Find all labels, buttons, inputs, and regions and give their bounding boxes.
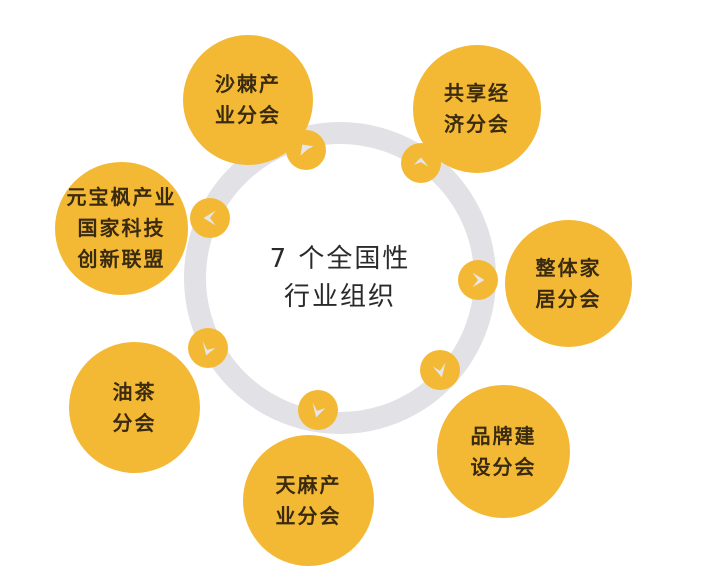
connector-yuanbaofeng [190,198,230,238]
node-label-line2: 设分会 [470,454,537,479]
chevron-up-left-icon [413,157,429,167]
connector-zhengti [458,260,498,300]
node-gastrodia-branch: 天麻产 业分会 [243,435,374,566]
center-label: 7 个全国性 行业组织 [240,240,440,316]
chevron-left-icon [203,210,216,226]
node-yuanbaofeng-alliance: 元宝枫产业 国家科技 创新联盟 [55,162,188,295]
node-label-line2: 国家科技 [77,216,166,240]
node-whole-home-branch: 整体家 居分会 [505,220,632,347]
node-label-line1: 共享经 [444,81,510,105]
node-label-line3: 创新联盟 [77,247,166,271]
node-label-line1: 沙棘产 [215,72,281,96]
connector-tianma [298,390,338,430]
node-label-line1: 元宝枫产业 [66,185,177,209]
chevron-down-right-icon [432,362,446,378]
node-label-line2: 业分会 [275,503,342,528]
chevron-down-icon [312,402,326,418]
node-label-line2: 业分会 [215,103,281,127]
chevron-up-left-icon [300,144,314,156]
center-label-line1: 7 个全国性 [269,244,411,274]
node-shaji-branch: 沙棘产 业分会 [183,35,313,165]
node-label-line2: 分会 [112,410,157,435]
chevron-down-left-icon [202,340,216,356]
node-label-line1: 油茶 [112,379,157,404]
chevron-right-icon [472,272,485,288]
center-label-line2: 行业组织 [283,282,396,312]
node-brand-building-branch: 品牌建 设分会 [437,385,570,518]
node-sharing-economy-branch: 共享经 济分会 [413,45,541,173]
node-label-line2: 居分会 [535,286,602,311]
connector-youcha [188,328,228,368]
node-label-line2: 济分会 [444,112,510,136]
node-label-line1: 整体家 [535,255,602,280]
node-label-line1: 品牌建 [470,423,537,448]
connector-pinpai [420,350,460,390]
node-camellia-oil-branch: 油茶 分会 [69,342,200,473]
node-label-line1: 天麻产 [275,472,342,497]
